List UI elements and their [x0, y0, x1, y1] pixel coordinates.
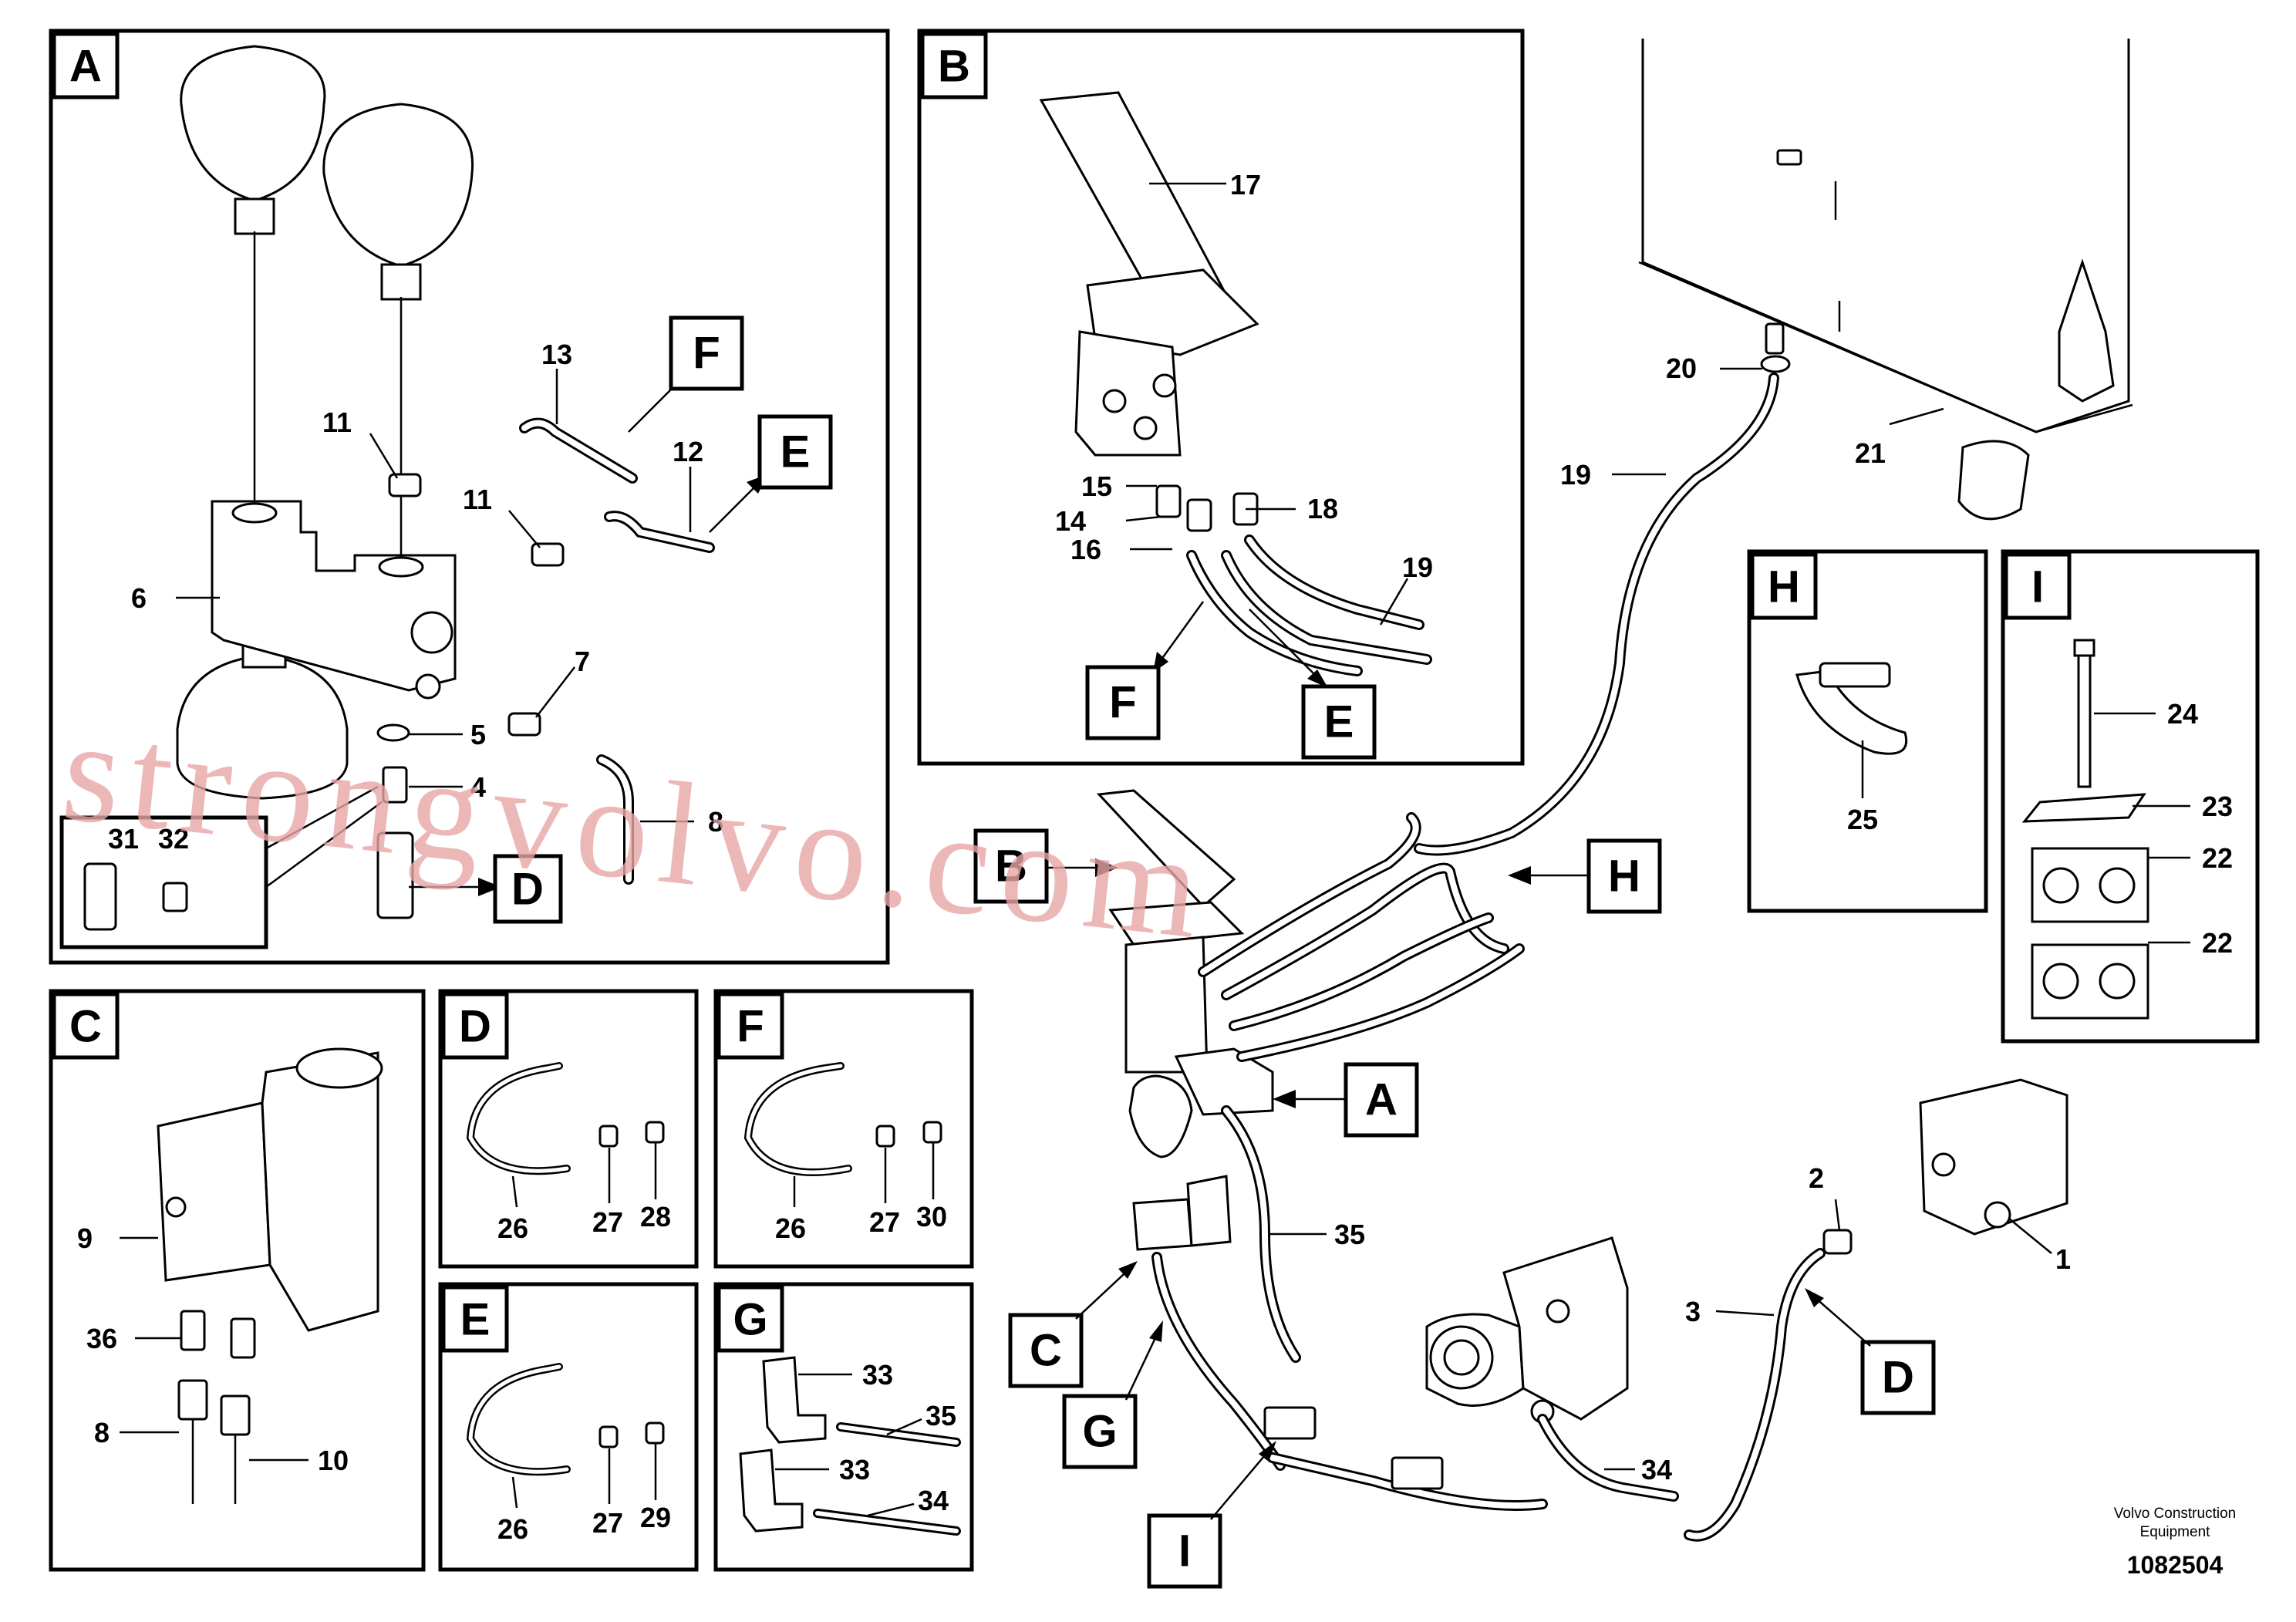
label-11a: 11: [322, 406, 352, 438]
tag-i: I: [2031, 562, 2044, 612]
label-10: 10: [318, 1445, 349, 1476]
tag-i-main: I: [1178, 1526, 1191, 1576]
label-33a: 33: [862, 1359, 893, 1391]
label-1: 1: [2055, 1243, 2071, 1275]
accumulator-top-right: [322, 103, 474, 555]
document-number: 1082504: [2127, 1551, 2224, 1579]
panel-b: B 17 18 15 14 16 19 F: [917, 29, 1525, 766]
washer-5: [376, 723, 410, 742]
label-22a: 22: [2202, 842, 2233, 874]
panel-g: G 33 33 35 34: [713, 1282, 974, 1572]
label-11b: 11: [463, 484, 492, 515]
label-23: 23: [2202, 791, 2233, 822]
accumulator-top-left: [180, 45, 326, 501]
panel-e: E 26 27 29: [438, 1282, 699, 1572]
label-7: 7: [575, 646, 590, 677]
footer-brand-line1: Volvo Construction: [2114, 1506, 2236, 1522]
tag-d-main: D: [1882, 1353, 1914, 1403]
label-32: 32: [158, 823, 189, 855]
label-8a: 8: [708, 806, 723, 838]
label-2: 2: [1809, 1162, 1824, 1194]
label-26c: 26: [497, 1513, 528, 1545]
tag-e-in-a: E: [781, 427, 811, 477]
tag-a: A: [69, 42, 102, 92]
label-8b: 8: [94, 1417, 110, 1448]
label-12: 12: [673, 436, 703, 467]
label-24: 24: [2167, 698, 2198, 730]
valve-block: [211, 500, 457, 700]
label-25: 25: [1847, 804, 1878, 835]
tag-d: D: [459, 1002, 491, 1052]
label-34b: 34: [1641, 1454, 1672, 1485]
panel-f: F 26 27 30: [713, 989, 974, 1269]
label-6: 6: [131, 582, 147, 614]
tag-c-main: C: [1030, 1326, 1062, 1376]
label-26b: 26: [775, 1212, 806, 1244]
label-36: 36: [86, 1323, 117, 1354]
tag-g-main: G: [1082, 1407, 1117, 1457]
adapter-4: [382, 766, 408, 804]
tag-f: F: [737, 1002, 764, 1052]
main-assembly: 35 34 1 2 3 B: [973, 789, 2071, 1589]
label-30: 30: [916, 1201, 947, 1233]
label-14: 14: [1055, 505, 1086, 537]
label-13: 13: [541, 339, 572, 370]
tag-h-main: H: [1608, 851, 1640, 902]
tag-f-in-a: F: [693, 329, 720, 379]
label-27a: 27: [592, 1206, 623, 1238]
nipple-11b: [531, 542, 565, 567]
label-9: 9: [77, 1222, 93, 1254]
label-35b: 35: [1334, 1219, 1365, 1250]
tag-b-main: B: [995, 841, 1027, 892]
tag-c: C: [69, 1002, 102, 1052]
label-17: 17: [1230, 169, 1261, 201]
label-15: 15: [1081, 470, 1112, 502]
tag-e-in-b: E: [1324, 697, 1354, 747]
brake-pedal: [1039, 91, 1259, 457]
footer-brand-line2: Equipment: [2140, 1524, 2211, 1540]
label-33b: 33: [839, 1454, 870, 1485]
panel-c: C 9 36 8 10: [49, 989, 426, 1572]
tag-a-main: A: [1365, 1075, 1397, 1125]
label-5: 5: [470, 719, 486, 750]
label-21: 21: [1855, 437, 1886, 469]
accumulator-bottom: [176, 642, 349, 800]
hose-19: [1414, 373, 1779, 856]
label-31: 31: [108, 823, 139, 855]
label-27b: 27: [869, 1206, 900, 1238]
panel-d: D 26 27 28: [438, 989, 699, 1269]
tag-g: G: [733, 1295, 767, 1345]
label-19b: 19: [1402, 551, 1433, 583]
label-34a: 34: [918, 1485, 949, 1516]
label-35a: 35: [925, 1400, 956, 1431]
hydraulic-tank: 20 21: [1638, 39, 2133, 521]
label-27c: 27: [592, 1507, 623, 1539]
tag-h: H: [1768, 562, 1800, 612]
label-19a: 19: [1560, 459, 1591, 491]
label-26a: 26: [497, 1212, 528, 1244]
label-3: 3: [1685, 1296, 1701, 1327]
tag-e: E: [460, 1295, 491, 1345]
label-4: 4: [470, 771, 486, 803]
tag-b: B: [938, 42, 970, 92]
footer-brand: Volvo Construction Equipment 1082504: [2114, 1506, 2236, 1579]
tag-d-in-a: D: [511, 865, 544, 915]
watermark-text: strongvolvo.com: [56, 689, 1217, 970]
label-18: 18: [1307, 493, 1338, 524]
label-29: 29: [640, 1502, 671, 1533]
label-20: 20: [1666, 352, 1697, 384]
label-28: 28: [640, 1201, 671, 1233]
panel-a: A: [49, 29, 890, 965]
label-16: 16: [1070, 534, 1101, 565]
nipple-7: [507, 712, 541, 737]
tag-f-in-b: F: [1109, 678, 1136, 728]
label-22b: 22: [2202, 927, 2233, 959]
panel-h: H 25: [1747, 549, 1988, 913]
nipple-11a: [388, 473, 422, 497]
panel-i: I 24 23 22 22: [2001, 549, 2260, 1044]
